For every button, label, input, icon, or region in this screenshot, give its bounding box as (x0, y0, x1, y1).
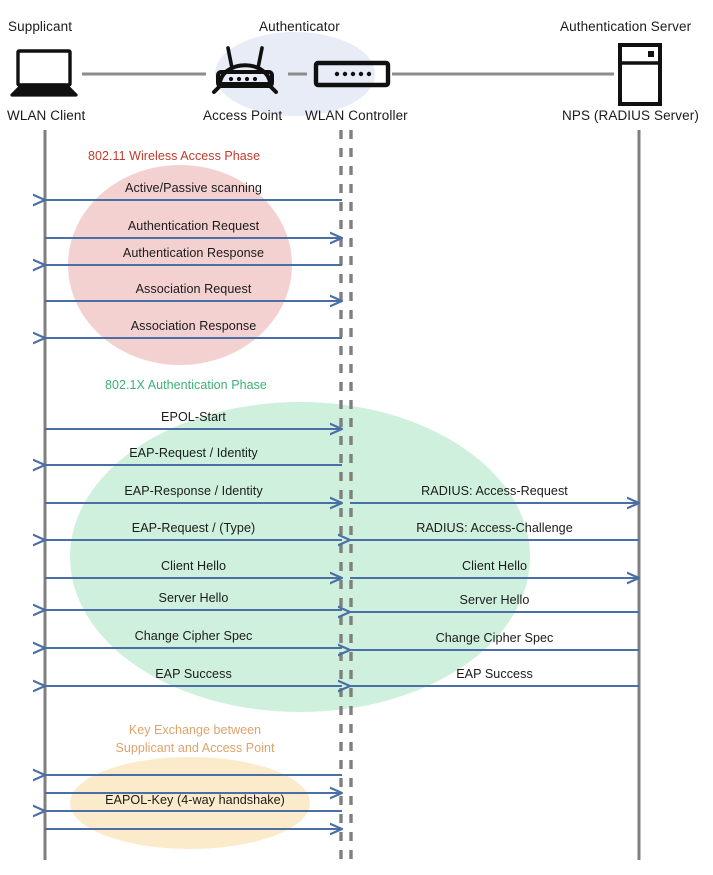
phase-key-ellipse (70, 757, 310, 849)
message-label-left-11: Change Cipher Spec (134, 629, 253, 643)
actor-device-wlan-client: WLAN Client (7, 108, 86, 123)
phase-label-key-exchange-line2: Supplicant and Access Point (115, 741, 275, 755)
message-label-left-2: Authentication Response (122, 246, 265, 260)
phase-label-key-exchange-line1: Key Exchange between (128, 723, 262, 737)
server-icon (618, 43, 662, 106)
message-label-left-0: Active/Passive scanning (125, 181, 262, 195)
actor-role-supplicant: Supplicant (8, 19, 73, 34)
wlan-controller-icon (313, 60, 391, 88)
phase-8021x-ellipse (70, 402, 530, 712)
message-label-right-5: EAP Success (456, 667, 533, 681)
actor-device-access-point: Access Point (203, 108, 283, 123)
message-label-left-6: EAP-Request / Identity (129, 446, 258, 460)
message-label-left-10: Server Hello (158, 591, 229, 605)
wireless-router-icon (212, 46, 278, 94)
message-label-eapol-key: EAPOL-Key (4-way handshake) (105, 793, 285, 807)
actor-role-authenticator: Authenticator (259, 19, 340, 34)
message-label-left-8: EAP-Request / (Type) (131, 521, 256, 535)
message-label-left-7: EAP-Response / Identity (124, 484, 263, 498)
message-label-right-1: RADIUS: Access-Challenge (416, 521, 573, 535)
message-label-right-3: Server Hello (459, 593, 530, 607)
actor-device-nps: NPS (RADIUS Server) (562, 108, 699, 123)
message-label-right-0: RADIUS: Access-Request (421, 484, 568, 498)
message-label-left-1: Authentication Request (127, 219, 260, 233)
actor-role-auth-server: Authentication Server (560, 19, 692, 34)
message-label-left-12: EAP Success (155, 667, 232, 681)
phase-label-key-exchange: Key Exchange between Supplicant and Acce… (95, 721, 295, 757)
laptop-icon (10, 49, 78, 97)
message-label-left-9: Client Hello (161, 559, 226, 573)
message-label-left-3: Association Request (135, 282, 252, 296)
message-label-left-5: EPOL-Start (161, 410, 226, 424)
phase-label-80211: 802.11 Wireless Access Phase (88, 149, 261, 163)
message-label-right-4: Change Cipher Spec (435, 631, 554, 645)
message-label-left-4: Association Response (130, 319, 257, 333)
actor-device-wlan-controller: WLAN Controller (305, 108, 408, 123)
message-label-right-2: Client Hello (462, 559, 527, 573)
message-arrow-layer (45, 200, 639, 829)
phase-label-8021x: 802.1X Authentication Phase (105, 378, 267, 392)
